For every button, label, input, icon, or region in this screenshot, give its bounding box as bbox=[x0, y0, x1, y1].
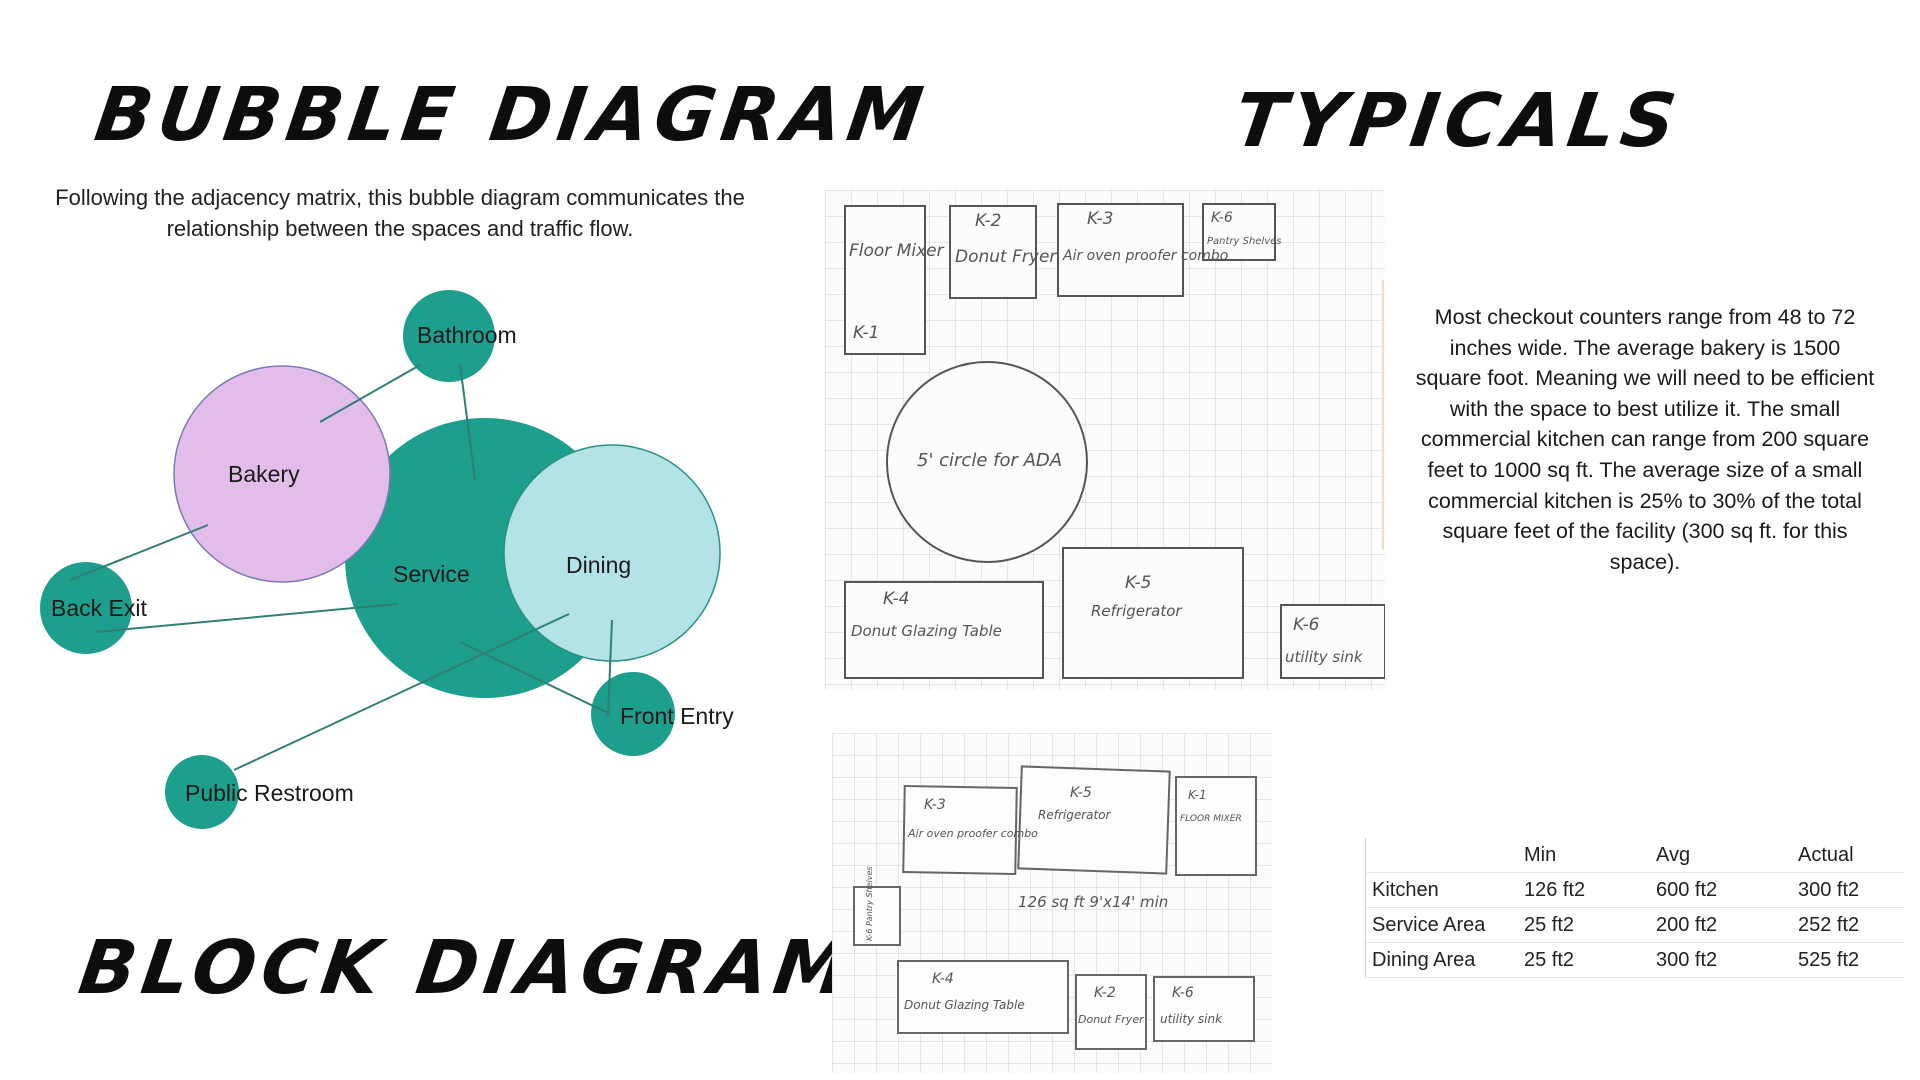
bubble-circles bbox=[40, 290, 721, 829]
table-header-cell bbox=[1365, 838, 1518, 873]
bakery-bubble bbox=[173, 365, 391, 583]
dining-public-restroom-line bbox=[233, 613, 570, 771]
typicals-sketch: Floor Mixer K-1 K-2 Donut Fryer K-3 Air … bbox=[825, 190, 1385, 690]
block-k2-text: Donut Fryer bbox=[1078, 1013, 1145, 1026]
block-k3-box bbox=[902, 785, 1018, 875]
block-k1-text: FLOOR MIXER bbox=[1180, 814, 1242, 824]
k6a-box bbox=[1202, 203, 1276, 261]
block-k4-box bbox=[897, 960, 1069, 1034]
block-k6-text: utility sink bbox=[1160, 1012, 1223, 1026]
bathroom-service-line bbox=[459, 363, 476, 481]
k6a-text: Pantry Shelves bbox=[1207, 236, 1282, 247]
front-entry-bubble bbox=[591, 672, 675, 756]
block-k3-text: Air oven proofer combo bbox=[907, 827, 1038, 840]
block-k5-text: Refrigerator bbox=[1038, 808, 1112, 822]
back-exit-service-line bbox=[95, 603, 398, 633]
k2-text: Donut Fryer bbox=[955, 247, 1057, 267]
k1-text: Floor Mixer bbox=[849, 241, 945, 261]
dining-label: Dining bbox=[566, 552, 631, 578]
table-cell: 300 ft2 bbox=[1650, 942, 1792, 978]
table-cell: 25 ft2 bbox=[1518, 907, 1650, 943]
k4-box bbox=[844, 581, 1044, 679]
traffic-flow-lines bbox=[69, 363, 613, 771]
k4-label: K-4 bbox=[883, 589, 909, 609]
bubble-diagram-caption: Following the adjacency matrix, this bub… bbox=[55, 185, 745, 241]
table-row: Kitchen 126 ft2 600 ft2 300 ft2 bbox=[1365, 872, 1904, 908]
block-k4-label: K-4 bbox=[932, 971, 954, 987]
bubble-labels: Bathroom Bakery Service Dining Back Exit… bbox=[51, 322, 734, 806]
block-k1-label: K-1 bbox=[1188, 788, 1207, 802]
block-k1-box bbox=[1175, 776, 1257, 876]
k3-label: K-3 bbox=[1087, 209, 1113, 229]
bubble-diagram: Bathroom Bakery Service Dining Back Exit… bbox=[40, 290, 734, 829]
table-cell: 126 ft2 bbox=[1518, 872, 1650, 908]
block-k2-label: K-2 bbox=[1094, 985, 1116, 1001]
block-k2-box bbox=[1075, 974, 1147, 1050]
k1-box bbox=[844, 205, 926, 355]
table-cell: Kitchen bbox=[1365, 872, 1518, 908]
table-cell: 525 ft2 bbox=[1792, 942, 1904, 978]
k5-label: K-5 bbox=[1125, 573, 1151, 593]
block-k5-box bbox=[1017, 765, 1171, 875]
block-k6-box bbox=[1153, 976, 1255, 1042]
k5-box bbox=[1062, 547, 1244, 679]
k3-box bbox=[1057, 203, 1184, 297]
block-k6-pantry-box bbox=[853, 886, 901, 946]
block-diagram-sketch: K-3 Air oven proofer combo K-5 Refrigera… bbox=[832, 733, 1272, 1073]
table-header-cell: Actual bbox=[1792, 838, 1904, 873]
table-cell: 25 ft2 bbox=[1518, 942, 1650, 978]
table-cell: 600 ft2 bbox=[1650, 872, 1792, 908]
accent-divider bbox=[1382, 280, 1384, 550]
front-entry-label: Front Entry bbox=[620, 703, 734, 729]
k2-box bbox=[949, 205, 1037, 299]
table-cell: Service Area bbox=[1365, 907, 1518, 943]
back-exit-bakery-line bbox=[69, 524, 209, 581]
table-cell: 300 ft2 bbox=[1792, 872, 1904, 908]
block-area-note: 126 sq ft 9'x14' min bbox=[1018, 893, 1168, 911]
block-k5-label: K-5 bbox=[1070, 785, 1092, 801]
block-k3-label: K-3 bbox=[924, 797, 946, 813]
table-row: Service Area 25 ft2 200 ft2 252 ft2 bbox=[1365, 907, 1904, 943]
public-restroom-label: Public Restroom bbox=[185, 780, 354, 806]
k4-text: Donut Glazing Table bbox=[851, 622, 1002, 640]
k6b-label: K-6 bbox=[1293, 615, 1320, 635]
bathroom-bubble bbox=[403, 290, 495, 382]
service-label: Service bbox=[393, 561, 470, 587]
table-header-row: Min Avg Actual bbox=[1365, 838, 1904, 873]
k5-text: Refrigerator bbox=[1091, 602, 1182, 620]
bubble-diagram-title: BUBBLE DIAGRAM bbox=[89, 72, 934, 158]
table-header-cell: Min bbox=[1518, 838, 1650, 873]
table-cell: 200 ft2 bbox=[1650, 907, 1792, 943]
square-footage-table: Min Avg Actual Kitchen 126 ft2 600 ft2 3… bbox=[1365, 838, 1904, 978]
block-k4-text: Donut Glazing Table bbox=[904, 998, 1025, 1012]
k6a-label: K-6 bbox=[1211, 210, 1233, 226]
block-diagram-title: BLOCK DIAGRAM bbox=[73, 925, 861, 1011]
public-restroom-bubble bbox=[165, 755, 239, 829]
k6b-box bbox=[1280, 604, 1385, 679]
k3-text: Air oven proofer combo bbox=[1062, 248, 1228, 264]
ada-circle-text: 5' circle for ADA bbox=[917, 450, 1062, 471]
bakery-label: Bakery bbox=[228, 461, 300, 487]
table-cell: 252 ft2 bbox=[1792, 907, 1904, 943]
table-header-cell: Avg bbox=[1650, 838, 1792, 873]
k6b-text: utility sink bbox=[1285, 648, 1364, 666]
ada-circle bbox=[886, 361, 1088, 563]
k2-label: K-2 bbox=[975, 211, 1001, 231]
block-k6-label: K-6 bbox=[1172, 985, 1194, 1001]
k1-label: K-1 bbox=[853, 323, 879, 343]
block-k6-pantry-text: K-6 Pantry Shelves bbox=[865, 866, 874, 941]
typicals-title: TYPICALS bbox=[1228, 78, 1687, 164]
dining-front-entry-line bbox=[607, 619, 613, 717]
table-cell: Dining Area bbox=[1365, 942, 1518, 978]
bakery-bathroom-line bbox=[319, 364, 421, 423]
dining-bubble bbox=[503, 444, 721, 662]
back-exit-label: Back Exit bbox=[51, 595, 147, 621]
table-row: Dining Area 25 ft2 300 ft2 525 ft2 bbox=[1365, 942, 1904, 978]
bathroom-label: Bathroom bbox=[417, 322, 517, 348]
typicals-info-text: Most checkout counters range from 48 to … bbox=[1415, 305, 1875, 574]
